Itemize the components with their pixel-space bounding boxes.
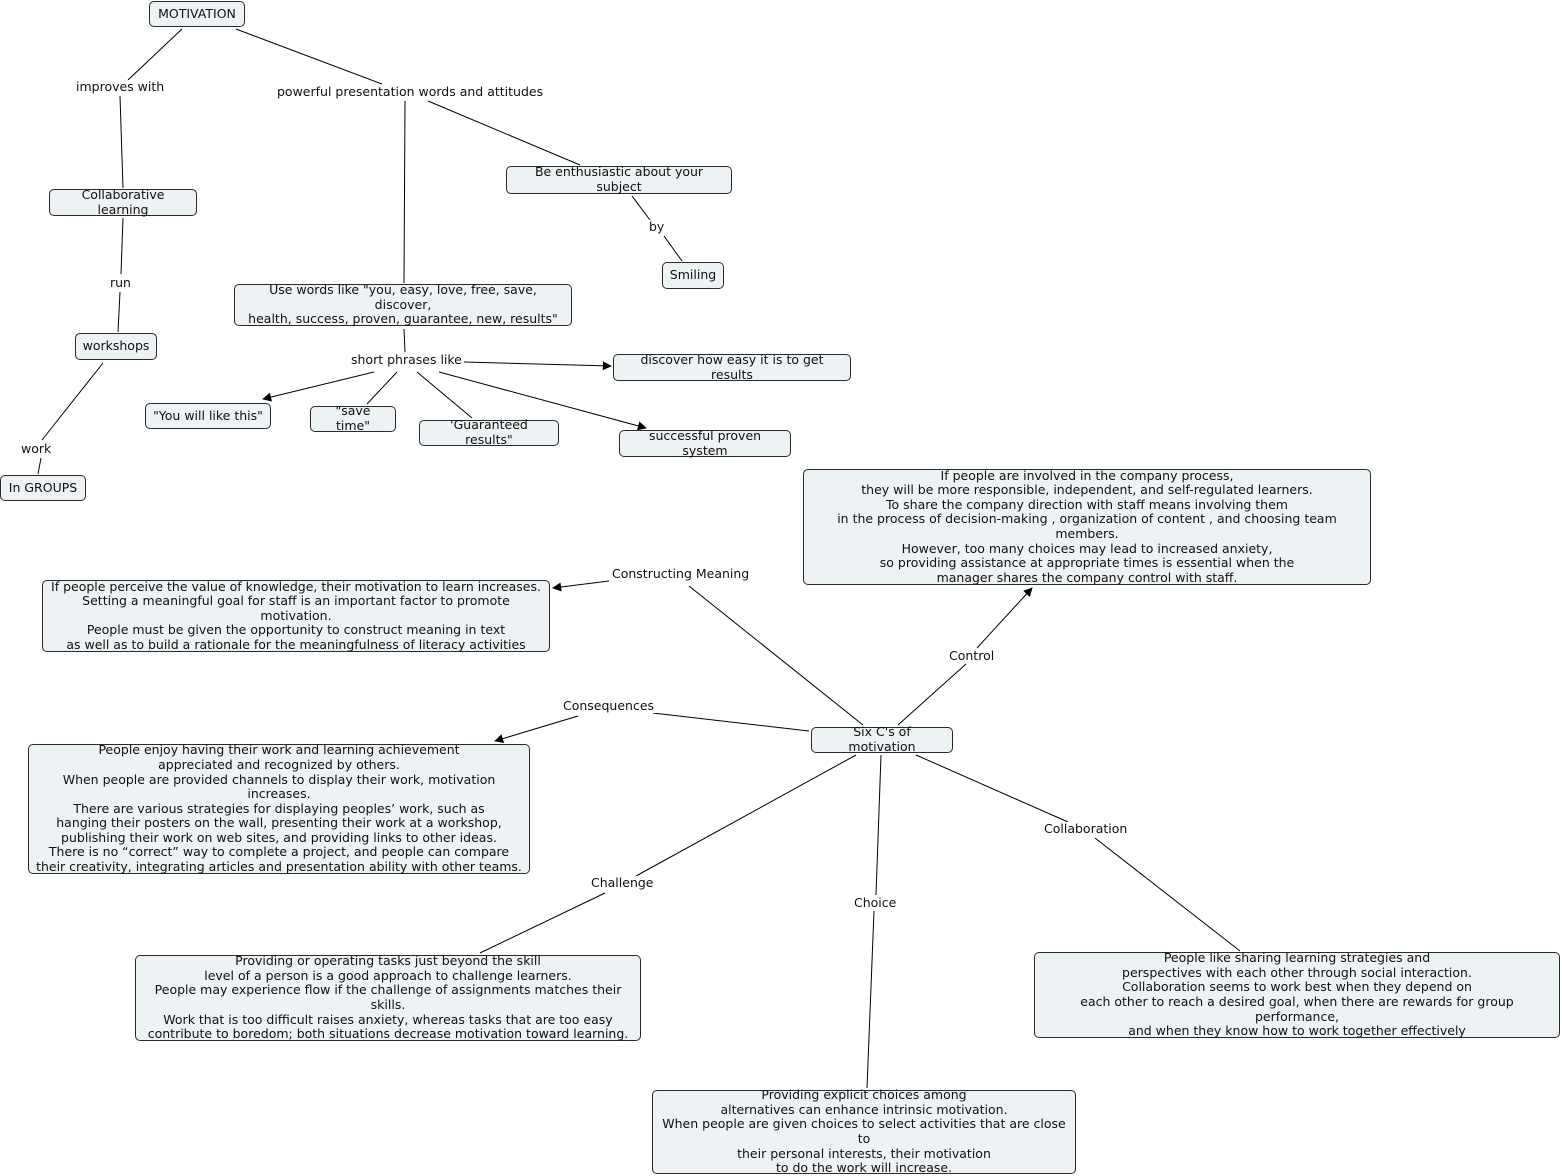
node-consequences-text[interactable]: People enjoy having their work and learn…	[28, 743, 530, 874]
node-control-text[interactable]: If people are involved in the company pr…	[803, 468, 1371, 585]
edge-short-youwilllike	[262, 371, 375, 402]
link-constructing-meaning: Constructing Meaning	[610, 566, 752, 581]
edge-six-meaning	[688, 585, 864, 726]
node-collaborative-learning[interactable]: Collaborative learning	[49, 187, 197, 216]
edge-six-control	[897, 663, 967, 726]
edge-short-guaranteed	[416, 371, 473, 419]
node-workshops[interactable]: workshops	[75, 333, 157, 360]
edge-challenge-text	[479, 892, 606, 954]
node-use-words[interactable]: Use words like "you, easy, love, free, s…	[234, 282, 572, 326]
edge-run-workshops	[117, 291, 121, 333]
edge-six-challenge	[635, 754, 857, 877]
edge-short-savetime	[366, 371, 398, 405]
edge-powerful-usewords	[403, 100, 406, 284]
node-six-cs[interactable]: Six C's of motivation	[811, 725, 953, 754]
link-powerful: powerful presentation words and attitude…	[275, 84, 546, 99]
node-motivation[interactable]: MOTIVATION	[149, 1, 245, 27]
node-meaning-text[interactable]: If people perceive the value of knowledg…	[42, 579, 550, 652]
link-collaboration: Collaboration	[1042, 821, 1130, 836]
edge-control-text	[976, 587, 1033, 649]
node-challenge-text[interactable]: Providing or operating tasks just beyond…	[135, 953, 641, 1041]
link-control: Control	[947, 648, 997, 663]
edge-six-collaboration	[915, 754, 1069, 823]
link-work: work	[19, 441, 54, 456]
edge-powerful-enthusiastic	[427, 100, 581, 166]
node-collaboration-text[interactable]: People like sharing learning strategies …	[1034, 950, 1560, 1038]
node-successful[interactable]: successful proven system	[619, 428, 791, 457]
link-improves-with: improves with	[74, 79, 167, 94]
edge-collaboration-text	[1094, 837, 1241, 952]
node-smiling[interactable]: Smiling	[662, 262, 724, 289]
edge-motivation-powerful	[235, 28, 383, 85]
edge-consequences-text	[494, 715, 579, 743]
edge-six-consequences	[652, 712, 810, 732]
link-consequences: Consequences	[561, 698, 657, 713]
link-challenge: Challenge	[589, 875, 656, 890]
node-save-time[interactable]: "save time"	[310, 404, 396, 433]
edge-work-ingroups	[37, 457, 42, 475]
edge-workshops-work	[41, 362, 104, 441]
edge-enthusiastic-by	[631, 195, 651, 221]
edge-six-choice	[875, 754, 882, 896]
link-short-phrases: short phrases like	[349, 352, 464, 367]
node-choice-text[interactable]: Providing explicit choices among alterna…	[652, 1087, 1076, 1175]
node-in-groups[interactable]: In GROUPS	[0, 475, 86, 501]
edge-choice-text	[866, 910, 875, 1089]
node-enthusiastic[interactable]: Be enthusiastic about your subject	[506, 165, 732, 194]
link-choice: Choice	[852, 895, 899, 910]
node-guaranteed[interactable]: 'Guaranteed results"	[419, 418, 559, 447]
edge-short-discover	[463, 361, 612, 371]
edge-motivation-improves	[127, 28, 183, 81]
edge-meaning-text	[552, 580, 610, 592]
node-you-will-like[interactable]: "You will like this"	[145, 403, 271, 429]
edge-usewords-short	[403, 328, 406, 353]
edge-by-smiling	[663, 235, 683, 262]
link-by: by	[647, 219, 667, 234]
edge-short-successful	[438, 371, 647, 431]
edge-improves-collab	[119, 95, 124, 189]
link-run: run	[108, 275, 133, 290]
edge-collab-run	[120, 217, 124, 275]
node-discover-easy[interactable]: discover how easy it is to get results	[613, 352, 851, 381]
